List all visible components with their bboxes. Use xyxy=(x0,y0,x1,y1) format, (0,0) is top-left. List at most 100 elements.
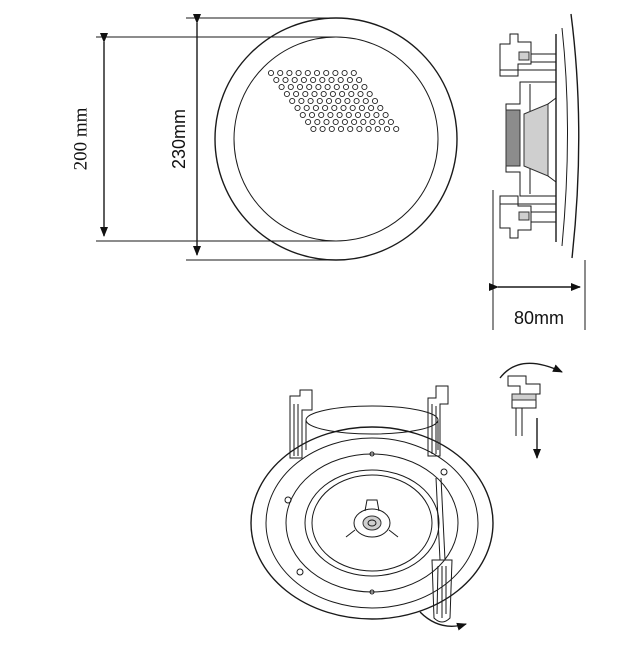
outer-diameter-dimension: 230mm xyxy=(169,14,336,261)
perforation-hole xyxy=(354,111,362,119)
perforation-hole xyxy=(393,125,400,133)
perforation-hole xyxy=(299,111,306,119)
perforation-hole xyxy=(348,90,355,98)
perforation-hole xyxy=(294,104,301,112)
perforation-hole xyxy=(344,97,351,105)
perforation-hole xyxy=(322,104,329,112)
perforation-hole xyxy=(366,90,373,98)
perforation-hole xyxy=(383,125,391,133)
perforation-hole xyxy=(318,111,325,119)
depth-label: 80mm xyxy=(514,308,564,328)
perforation-hole xyxy=(319,76,326,84)
perforation-hole xyxy=(287,83,294,91)
perforation-hole xyxy=(340,104,347,112)
inner-diameter-label: 200 mm xyxy=(70,107,91,170)
perforation-hole xyxy=(302,90,309,98)
perforation-hole xyxy=(314,118,321,126)
inner-diameter-dimension: 200 mm xyxy=(70,33,336,242)
perforation-hole xyxy=(311,90,318,98)
perforation-hole xyxy=(345,111,352,119)
perforation-hole xyxy=(296,83,304,91)
perforation-hole xyxy=(337,125,345,133)
perforation-hole xyxy=(364,111,371,119)
perforation-hole xyxy=(282,76,289,84)
perforation-hole xyxy=(295,69,302,77)
perforation-hole xyxy=(332,118,339,126)
perforation-hole xyxy=(356,125,363,133)
perforation-hole xyxy=(273,76,280,84)
perforation-hole xyxy=(332,69,339,77)
perforation-hole xyxy=(293,90,300,98)
perforation-hole xyxy=(352,83,359,91)
perforation-hole xyxy=(339,90,346,98)
perforation-hole xyxy=(342,83,350,91)
perforation-hole xyxy=(283,90,290,98)
perforation-hole xyxy=(308,111,316,119)
perforation-hole xyxy=(305,118,312,126)
outer-diameter-label: 230mm xyxy=(169,109,189,169)
perforation-hole xyxy=(303,104,310,112)
perforation-hole xyxy=(328,125,335,133)
perforation-hole xyxy=(356,76,363,84)
perforation-hole xyxy=(362,97,369,105)
perforation-hole xyxy=(306,83,313,91)
perforation-hole xyxy=(291,76,298,84)
perforation-hole xyxy=(353,97,360,105)
perforation-hole xyxy=(331,104,338,112)
perforation-hole xyxy=(323,118,330,126)
perforation-hole xyxy=(312,104,319,112)
perforation-hole xyxy=(341,69,348,77)
perforation-hole xyxy=(278,83,285,91)
perforation-hole xyxy=(374,125,381,133)
perforation-hole xyxy=(298,97,305,105)
perforation-hole xyxy=(310,125,317,133)
perforation-hole xyxy=(286,69,293,77)
perforation-hole xyxy=(341,118,348,126)
perforation-hole xyxy=(325,97,333,105)
perforation-hole xyxy=(310,76,317,84)
perforation-hole xyxy=(300,76,307,84)
perforation-hole xyxy=(329,90,336,98)
side-view: 80mm xyxy=(489,13,586,330)
perforation-pattern xyxy=(267,69,400,133)
perforation-hole xyxy=(368,104,375,112)
perforation-hole xyxy=(289,97,296,105)
front-view: 200 mm 230mm xyxy=(70,14,458,261)
perforation-hole xyxy=(316,97,323,105)
perforation-hole xyxy=(371,97,379,105)
perforation-hole xyxy=(320,90,327,98)
perforation-hole xyxy=(333,83,340,91)
perforation-hole xyxy=(319,125,326,133)
perforation-hole xyxy=(335,97,342,105)
perforation-hole xyxy=(328,76,335,84)
perforation-hole xyxy=(349,104,356,112)
installation-view xyxy=(250,362,563,631)
screwdriver-icon xyxy=(431,477,453,623)
perforation-hole xyxy=(382,111,389,119)
perforation-hole xyxy=(358,104,365,112)
perforation-hole xyxy=(323,69,330,77)
perforation-hole xyxy=(357,90,364,98)
inner-grille xyxy=(233,36,439,242)
perforation-hole xyxy=(373,111,380,119)
rotate-arrow-icon xyxy=(419,611,467,631)
outer-rim xyxy=(214,17,458,261)
perforation-hole xyxy=(377,104,384,112)
perforation-hole xyxy=(365,125,372,133)
perforation-hole xyxy=(347,125,354,133)
clamp-detail xyxy=(499,362,563,459)
perforation-hole xyxy=(351,118,358,126)
perforation-hole xyxy=(360,118,367,126)
perforation-hole xyxy=(350,69,357,77)
perforation-hole xyxy=(277,69,284,77)
perforation-hole xyxy=(336,111,343,119)
perforation-hole xyxy=(304,69,311,77)
perforation-hole xyxy=(337,76,344,84)
perforation-hole xyxy=(307,97,314,105)
perforation-hole xyxy=(387,118,394,126)
perforation-hole xyxy=(313,69,321,77)
perforation-hole xyxy=(346,76,353,84)
perforation-hole xyxy=(378,118,385,126)
perforation-hole xyxy=(267,69,275,77)
